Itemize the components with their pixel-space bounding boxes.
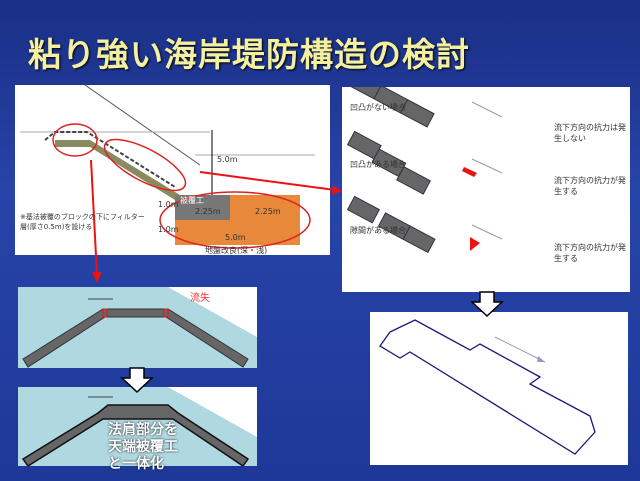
shoulder-loss-drawing [18, 287, 257, 368]
height-label: 5.0m [217, 155, 238, 164]
slide-title: 粘り強い海岸堤防構造の検討 [28, 35, 470, 74]
block-cases-drawing [346, 87, 503, 254]
solution-line: と一体化 [108, 456, 164, 472]
solution-line: 天端被覆工 [108, 439, 178, 455]
case-result: 流下方向の抗力が発生する [554, 176, 626, 196]
cross-section-drawing [20, 85, 315, 249]
w-total-label: 5.0m [225, 233, 246, 242]
w1-label: 2.25m [195, 207, 221, 216]
solution-text: 法肩部分を 天端被覆工 と一体化 [108, 422, 178, 473]
before-panel: 流失 [18, 287, 257, 368]
cases-panel: 凹凸がない場合 流下方向の抗力は発生しない 凹凸がある場合 流下方向の抗力が発生… [342, 87, 630, 292]
case-result: 流下方向の抗力が発生する [554, 243, 626, 263]
interlocking-block-panel [370, 312, 628, 465]
ground-label: 地盤改良(深・浅) [205, 246, 268, 255]
h2-label: 1.0m [158, 225, 179, 234]
case-label: 凹凸がない場合 [350, 103, 406, 112]
block-label: 被覆工 [180, 196, 204, 205]
loss-label: 流失 [190, 293, 210, 304]
after-panel: 法肩部分を 天端被覆工 と一体化 [18, 387, 257, 472]
interlocking-block-drawing [379, 319, 596, 455]
case-label: 隙間がある場合 [350, 226, 406, 235]
case-result: 流下方向の抗力は発生しない [554, 123, 626, 143]
w2-label: 2.25m [255, 207, 281, 216]
filter-note: ※基法被覆のブロックの下にフィルター層(厚さ0.5m)を設ける [20, 213, 145, 231]
h1-label: 1.0m [158, 200, 179, 209]
solution-line: 法肩部分を [108, 422, 178, 438]
case-label: 凹凸がある場合 [350, 160, 406, 169]
integrated-shoulder-drawing [18, 387, 257, 466]
cross-section-panel: 5.0m 1.0m 1.0m 被覆工 2.25m 2.25m 5.0m 地盤改良… [15, 85, 330, 255]
